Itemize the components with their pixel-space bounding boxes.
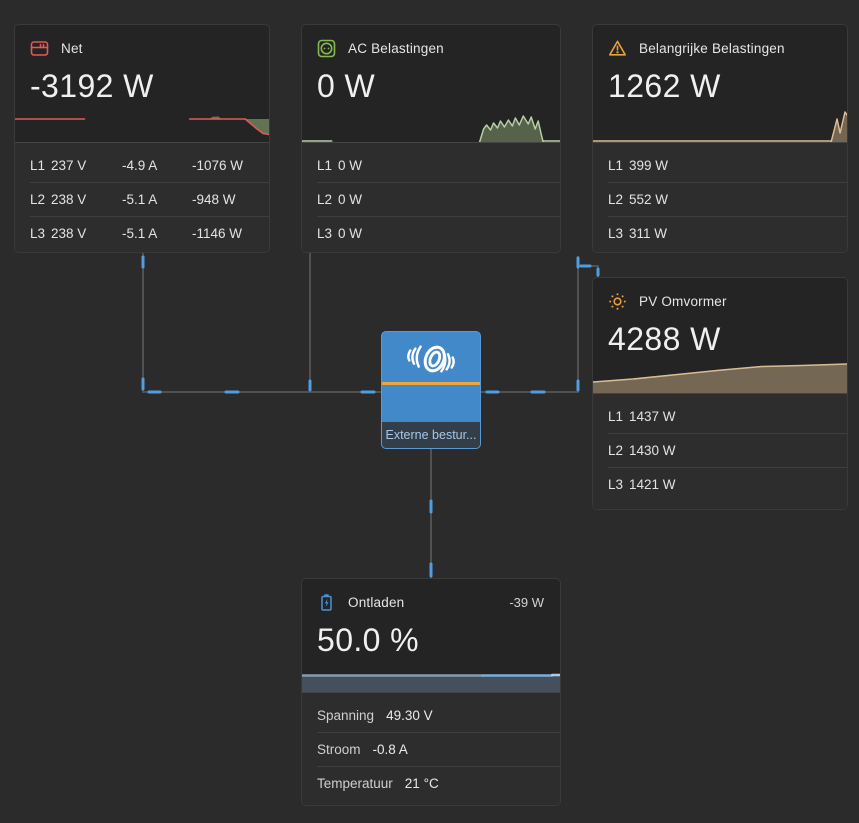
- battery-power-value: -39 W: [509, 595, 544, 610]
- battery-detail-table: Spanning 49.30 V Stroom -0.8 A Temperatu…: [302, 692, 560, 805]
- ac-loads-power-value: 0 W: [317, 68, 376, 104]
- socket-icon: [317, 39, 336, 58]
- pv-inverter-card[interactable]: PV Omvormer 4288 W L1 1437 W L2 1430 W L…: [592, 277, 848, 510]
- victron-logo: [382, 332, 480, 382]
- inverter-box[interactable]: Externe bestur...: [381, 331, 481, 449]
- phase-table: L1 237 V -4.9 A -1076 W L2 238 V -5.1 A …: [15, 142, 269, 252]
- battery-soc-value: 50.0 %: [317, 622, 420, 658]
- table-row: L3 0 W: [317, 226, 363, 241]
- table-row: Temperatuur 21 °C: [317, 776, 439, 791]
- sun-icon: [608, 292, 627, 311]
- critical-loads-power-value: 1262 W: [608, 68, 721, 104]
- card-title: Belangrijke Belastingen: [639, 41, 785, 56]
- critical-loads-card[interactable]: Belangrijke Belastingen 1262 W L1 399 W …: [592, 24, 848, 253]
- grid-sparkline: [15, 116, 269, 136]
- phase-table: L1 399 W L2 552 W L3 311 W: [593, 142, 847, 252]
- ac-loads-sparkline: [302, 115, 560, 142]
- battery-soc-sparkline: [302, 673, 560, 692]
- phase-table: L1 0 W L2 0 W L3 0 W: [302, 142, 560, 252]
- pv-sparkline: [593, 363, 847, 393]
- inverter-orange-divider: [382, 382, 480, 385]
- grid-meter-icon: [30, 39, 49, 58]
- table-row: L2 238 V -5.1 A -948 W: [30, 183, 269, 217]
- warning-triangle-icon: [608, 39, 627, 58]
- wire-pulses: [141, 255, 600, 578]
- inverter-label: Externe bestur...: [382, 422, 480, 448]
- table-row: L1 237 V -4.9 A -1076 W: [30, 149, 269, 183]
- card-title: AC Belastingen: [348, 41, 444, 56]
- inverter-body: [382, 385, 480, 422]
- table-row: L1 0 W: [317, 149, 560, 183]
- table-row: Spanning 49.30 V: [317, 699, 560, 733]
- battery-card[interactable]: Ontladen -39 W 50.0 % Spanning 49.30 V S…: [301, 578, 561, 806]
- table-row: L2 0 W: [317, 183, 560, 217]
- table-row: L3 1421 W: [608, 477, 676, 492]
- critical-loads-sparkline: [593, 111, 847, 142]
- pv-power-value: 4288 W: [608, 321, 721, 357]
- grid-card[interactable]: Net -3192 W L1 237 V -4.9 A -1076 W L2 2…: [14, 24, 270, 253]
- card-title: Ontladen: [348, 595, 405, 610]
- table-row: L2 552 W: [608, 183, 847, 217]
- grid-power-value: -3192 W: [30, 68, 154, 104]
- table-row: L3 238 V -5.1 A -1146 W: [30, 226, 243, 241]
- table-row: Stroom -0.8 A: [317, 733, 560, 767]
- table-row: L2 1430 W: [608, 434, 847, 468]
- phase-table: L1 1437 W L2 1430 W L3 1421 W: [593, 393, 847, 509]
- table-row: L1 1437 W: [608, 400, 847, 434]
- card-title: PV Omvormer: [639, 294, 727, 309]
- table-row: L1 399 W: [608, 149, 847, 183]
- battery-icon: [317, 593, 336, 612]
- table-row: L3 311 W: [608, 226, 668, 241]
- ac-loads-card[interactable]: AC Belastingen 0 W L1 0 W L2 0 W L3 0 W: [301, 24, 561, 253]
- card-title: Net: [61, 41, 83, 56]
